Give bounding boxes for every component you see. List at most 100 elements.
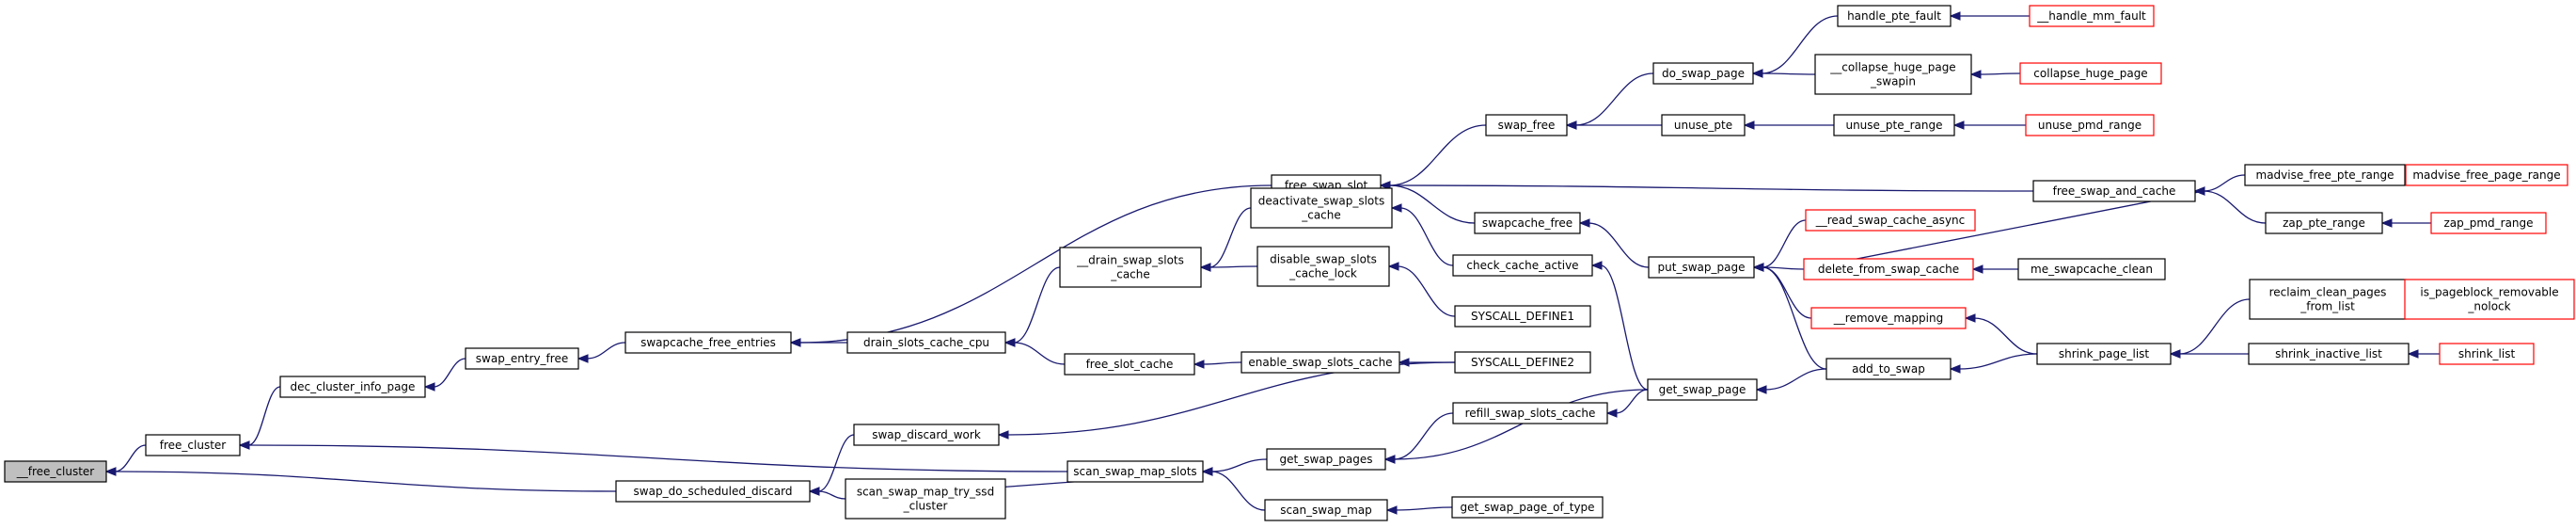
graph-node-zap-pte-range[interactable]: zap_pte_range [2265, 212, 2383, 234]
graph-edge-refill-swap-slots-cache-to-get-swap-pages [1383, 412, 1454, 464]
graph-node-add-to-swap[interactable]: add_to_swap [1825, 358, 1952, 380]
graph-node-syscall-define1[interactable]: SYSCALL_DEFINE1 [1454, 305, 1591, 328]
graph-node-box [1833, 114, 1955, 136]
graph-edge-line [1762, 219, 1807, 268]
graph-edge-line [1209, 207, 1252, 268]
graph-node-box [2430, 212, 2547, 234]
graph-edge-scan-swap-map-to-scan-swap-map-slots [1201, 467, 1266, 511]
graph-node-refill-swap-slots-cache[interactable]: refill_swap_slots_cache [1452, 402, 1608, 424]
graph-node-get-swap-page[interactable]: get_swap_page [1647, 378, 1758, 401]
graph-node-do-swap-page[interactable]: do_swap_page [1652, 62, 1754, 85]
graph-node-label: __collapse_huge_page [1829, 61, 1955, 74]
graph-node-label: _from_list [2299, 300, 2355, 313]
graph-node-box [846, 331, 1006, 354]
graph-node-swapcache-free[interactable]: swapcache_free [1474, 212, 1581, 234]
graph-node-is-pageblock-removable-nolock[interactable]: is_pageblock_removable_nolock [2404, 279, 2575, 320]
graph-node-drain-slots-cache-cpu[interactable]: drain_slots_cache_cpu [846, 331, 1006, 354]
graph-node-scan-swap-map-try-ssd-cluster[interactable]: scan_swap_map_try_ssd_cluster [845, 478, 1006, 520]
graph-node-handle-mm-fault[interactable]: __handle_mm_fault [2029, 5, 2155, 27]
graph-node-shrink-inactive-list[interactable]: shrink_inactive_list [2248, 343, 2410, 365]
graph-edge-me-swapcache-clean-to-delete-from-swap-cache [1971, 264, 2019, 274]
graph-node-free-cluster[interactable]: free_cluster [145, 434, 241, 456]
graph-node-remove-mapping[interactable]: __remove_mapping [1810, 307, 1967, 329]
graph-node-madvise-free-page-range[interactable]: madvise_free_page_range [2405, 164, 2568, 186]
graph-node-box [1474, 212, 1581, 234]
graph-node-dec-cluster-info-page[interactable]: dec_cluster_info_page [279, 376, 426, 398]
graph-edge-shrink-page-list-to-remove-mapping [1964, 313, 2038, 355]
graph-node-label: dec_cluster_info_page [291, 380, 416, 393]
graph-node-handle-pte-fault[interactable]: handle_pte_fault [1837, 5, 1952, 27]
graph-edge-line [1399, 207, 1454, 266]
graph-node-drain-swap-slots-cache[interactable]: __drain_swap_slots_cache [1059, 247, 1202, 288]
graph-node-get-swap-page-of-type[interactable]: get_swap_page_of_type [1451, 496, 1604, 519]
graph-node-free-slot-cache[interactable]: free_slot_cache [1064, 353, 1195, 376]
graph-node-swap-do-scheduled-discard[interactable]: swap_do_scheduled_discard [615, 480, 811, 503]
graph-node-label: unuse_pte_range [1845, 119, 1942, 132]
graph-node-label: swap_discard_work [872, 428, 981, 441]
graph-node-swap-free[interactable]: swap_free [1485, 114, 1568, 136]
graph-node-unuse-pte[interactable]: unuse_pte [1661, 114, 1746, 136]
graph-node-swap-entry-free[interactable]: swap_entry_free [465, 347, 579, 370]
graph-edge-remove-mapping-to-put-swap-page [1752, 263, 1812, 319]
graph-node-swap-discard-work[interactable]: swap_discard_work [853, 424, 1000, 446]
graph-node-reclaim-clean-pages-from-list[interactable]: reclaim_clean_pages_from_list [2249, 279, 2407, 320]
graph-node-label: free_slot_cache [1086, 358, 1174, 371]
graph-edge-do-swap-page-to-swap-free [1565, 72, 1654, 130]
graph-node-deactivate-swap-slots-cache[interactable]: deactivate_swap_slots_cache [1250, 187, 1393, 229]
graph-edge-arrowhead [1949, 364, 1961, 374]
graph-node-zap-pmd-range[interactable]: zap_pmd_range [2430, 212, 2547, 234]
graph-node-box [2404, 279, 2575, 320]
graph-node-unuse-pte-range[interactable]: unuse_pte_range [1833, 114, 1955, 136]
graph-node-label: collapse_huge_page [2033, 67, 2147, 80]
graph-node-unuse-pmd-range[interactable]: unuse_pmd_range [2025, 114, 2155, 136]
graph-edge-arrowhead [1201, 467, 1213, 476]
graph-edge-line [1958, 353, 2038, 370]
graph-node-shrink-list[interactable]: shrink_list [2439, 343, 2535, 365]
graph-node-put-swap-page[interactable]: put_swap_page [1648, 256, 1755, 279]
graph-node-box [2249, 279, 2407, 320]
graph-edge-disable-swap-slots-cache-lock-to-drain-swap-slots-cache [1199, 263, 1258, 272]
graph-node-enable-swap-slots-cache[interactable]: enable_swap_slots_cache [1241, 351, 1400, 374]
graph-node-label: get_swap_page_of_type [1460, 501, 1594, 514]
graph-edge-line [1761, 15, 1839, 74]
graph-edge-line [1388, 124, 1487, 186]
graph-node-collapse-huge-page[interactable]: collapse_huge_page [2019, 62, 2162, 85]
graph-edge-arrowhead [1390, 203, 1402, 213]
graph-node-label: refill_swap_slots_cache [1465, 407, 1596, 420]
graph-edge-shrink-list-to-shrink-inactive-list [2407, 349, 2440, 359]
graph-node-label: swapcache_free_entries [640, 336, 776, 349]
graph-edge-arrowhead [1743, 120, 1755, 130]
graph-edge-line [1388, 184, 2034, 192]
graph-node-get-swap-pages[interactable]: get_swap_pages [1266, 448, 1386, 471]
graph-node-label: free_cluster [160, 439, 227, 452]
graph-node-syscall-define2[interactable]: SYSCALL_DEFINE2 [1454, 351, 1591, 374]
graph-node-label: _swapin [1870, 75, 1916, 88]
graph-node-swapcache-free-entries[interactable]: swapcache_free_entries [624, 331, 792, 354]
graph-edge-deactivate-swap-slots-cache-to-drain-swap-slots-cache [1199, 207, 1252, 272]
graph-node-me-swapcache-clean[interactable]: me_swapcache_clean [2017, 258, 2166, 280]
graph-node-box [1648, 256, 1755, 279]
graph-edge-arrowhead [1969, 70, 1982, 79]
graph-node-label: free_swap_and_cache [2053, 184, 2176, 198]
graph-node-scan-swap-map-slots[interactable]: scan_swap_map_slots [1067, 460, 1204, 483]
graph-node-madvise-free-pte-range[interactable]: madvise_free_pte_range [2244, 164, 2406, 186]
graph-node-read-swap-cache-async[interactable]: __read_swap_cache_async [1805, 209, 1976, 232]
graph-node-collapse-huge-page-swapin[interactable]: __collapse_huge_page_swapin [1814, 54, 1972, 95]
graph-edge-line [1013, 266, 1061, 344]
graph-node-check-cache-active[interactable]: check_cache_active [1452, 254, 1593, 277]
graph-edge-arrowhead [238, 440, 250, 450]
graph-edge-line [1979, 72, 2021, 75]
graph-node-disable-swap-slots-cache-lock[interactable]: disable_swap_slots_cache_lock [1256, 246, 1390, 287]
graph-node-free-swap-and-cache[interactable]: free_swap_and_cache [2032, 180, 2196, 202]
graph-node-scan-swap-map[interactable]: scan_swap_map [1264, 499, 1388, 521]
graph-edge-line [1202, 361, 1242, 365]
graph-edge-swap-free-to-free-swap-slot [1379, 124, 1487, 190]
graph-node-free-cluster-root[interactable]: __free_cluster [4, 460, 107, 483]
graph-node-label: get_swap_pages [1280, 453, 1373, 466]
graph-node-box [1485, 114, 1568, 136]
graph-node-shrink-page-list[interactable]: shrink_page_list [2036, 343, 2172, 365]
graph-node-delete-from-swap-cache[interactable]: delete_from_swap_cache [1803, 258, 1974, 280]
graph-edge-line [1210, 458, 1268, 472]
graph-edge-add-to-swap-to-get-swap-page [1755, 368, 1827, 394]
graph-edge-arrowhead [1964, 313, 1976, 323]
